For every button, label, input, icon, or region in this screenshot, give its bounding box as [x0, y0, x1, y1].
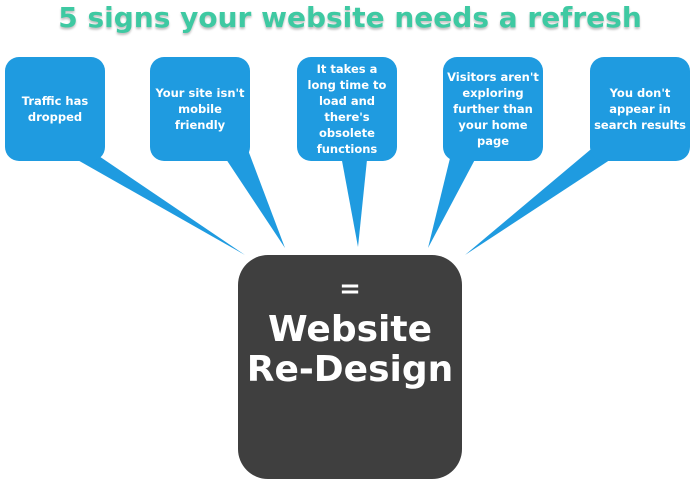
bubble-3-body: [297, 57, 397, 161]
center-card: [238, 255, 462, 479]
center-line-1: Website: [267, 309, 432, 350]
bubble-2-body: [150, 57, 250, 161]
speech-bubble-4: [428, 57, 543, 248]
bubble-4-text: Visitors aren't exploring further than y…: [447, 70, 539, 148]
bubble-5-text: You don't appear in search results: [594, 86, 686, 132]
bubble-5-tail: [465, 150, 625, 255]
speech-bubble-2: [150, 57, 285, 248]
center-label: = Website Re-Design: [238, 276, 462, 390]
speech-bubble-3: [297, 57, 397, 247]
bubble-1-text: Traffic has dropped: [21, 94, 89, 124]
bubble-4-body: [443, 57, 543, 161]
bubble-3-text: It takes a long time to load and there's…: [307, 62, 387, 156]
bubble-1-tail: [60, 150, 245, 255]
speech-bubble-5: [465, 57, 690, 255]
bubble-3-tail: [340, 150, 368, 247]
page-title: 5 signs your website needs a refresh: [58, 1, 642, 34]
bubble-4-tail: [428, 150, 480, 248]
equals-sign: =: [339, 274, 361, 304]
bubble-2-text: Your site isn't mobile friendly: [155, 86, 245, 132]
bubble-5-body: [590, 57, 690, 161]
bubble-2-tail: [220, 150, 285, 248]
center-line-2: Re-Design: [246, 349, 454, 390]
bubble-1-body: [5, 57, 105, 161]
speech-bubble-1: [5, 57, 245, 255]
